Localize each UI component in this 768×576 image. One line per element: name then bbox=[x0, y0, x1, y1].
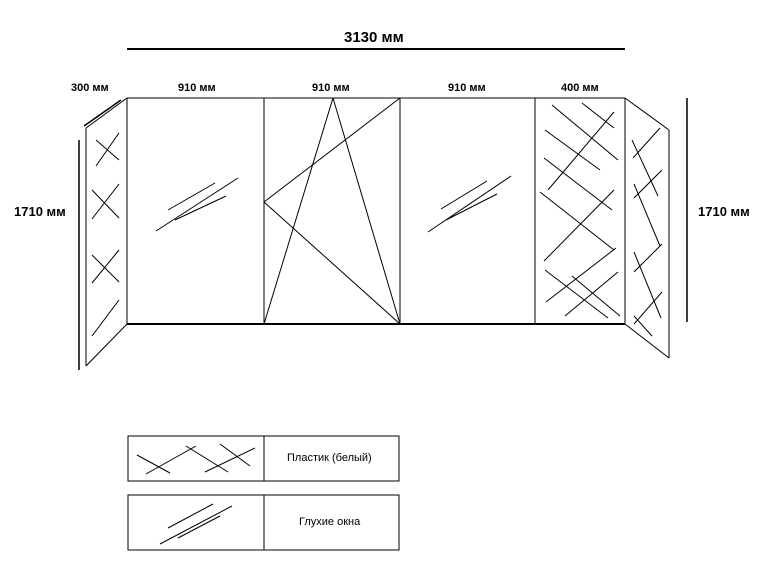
fixed-glass-mark-panel-3 bbox=[427, 175, 512, 233]
legend-glass-label: Глухие окна bbox=[299, 516, 361, 528]
legend-plastic-label: Пластик (белый) bbox=[287, 452, 372, 464]
right-side-panel bbox=[624, 97, 670, 359]
side-depth-dimension-line bbox=[83, 99, 122, 127]
panel-4-width-label: 400 мм bbox=[561, 82, 599, 94]
panel-1-width-label: 910 мм bbox=[178, 82, 216, 94]
opening-sash-mark-panel-2 bbox=[263, 97, 401, 325]
left-height-label: 1710 мм bbox=[14, 204, 66, 219]
fixed-glass-mark-panel-1 bbox=[155, 177, 239, 232]
total-width-label: 3130 мм bbox=[344, 29, 404, 46]
panel-2-width-label: 910 мм bbox=[312, 82, 350, 94]
panel-3-width-label: 910 мм bbox=[448, 82, 486, 94]
left-side-panel bbox=[85, 97, 128, 367]
main-window-frame bbox=[126, 97, 626, 325]
legend-glass-box bbox=[127, 494, 400, 551]
right-height-label: 1710 мм bbox=[698, 204, 750, 219]
legend-plastic-box bbox=[127, 435, 400, 482]
plastic-hatch-panel-4 bbox=[539, 102, 621, 319]
side-depth-label: 300 мм bbox=[71, 82, 109, 94]
